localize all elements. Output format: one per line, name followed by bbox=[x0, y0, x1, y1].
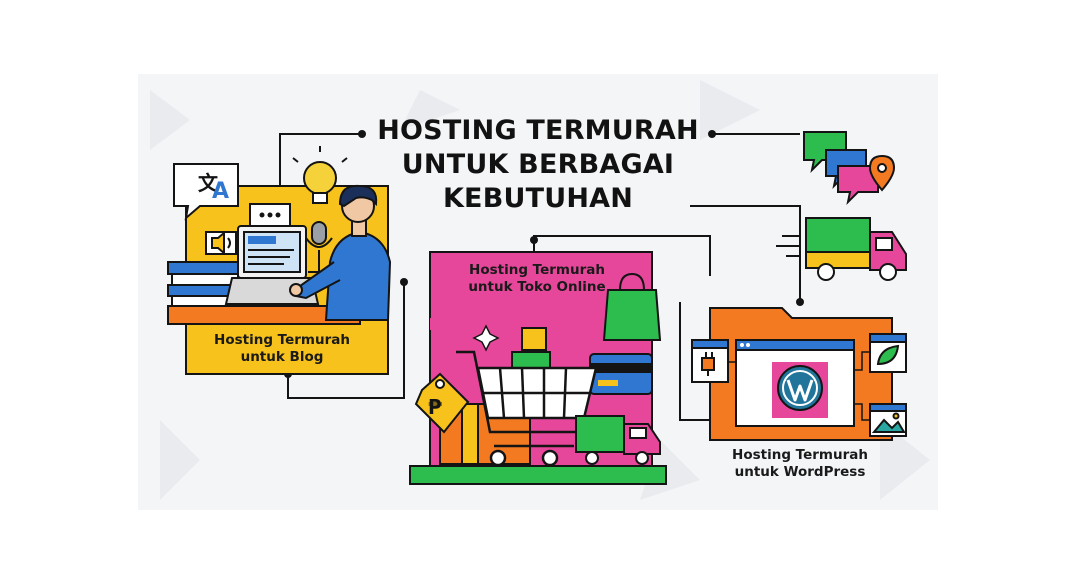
connector-dot bbox=[530, 236, 538, 244]
price-tag-icon: ₱ bbox=[414, 372, 470, 434]
translate-glyph: 文 bbox=[198, 171, 219, 195]
shopping-bag-icon bbox=[602, 272, 662, 341]
blogger-person bbox=[289, 184, 392, 321]
connector-blog-toko bbox=[287, 282, 405, 399]
label-line: untuk Blog bbox=[240, 349, 324, 365]
connector-toko-truck bbox=[533, 235, 711, 276]
label-line: Hosting Termurah bbox=[214, 332, 350, 348]
label-line: untuk Toko Online bbox=[468, 279, 606, 295]
chat-bubbles-icon bbox=[803, 131, 879, 206]
page-title: HOSTING TERMURAH UNTUK BERBAGAI KEBUTUHA… bbox=[372, 114, 704, 216]
laptop-icon bbox=[224, 225, 320, 305]
label-toko-online: Hosting Termurah untuk Toko Online bbox=[452, 262, 622, 296]
location-pin-icon bbox=[868, 154, 896, 192]
connector-truck-wp bbox=[690, 205, 801, 302]
connector-dot bbox=[708, 130, 716, 138]
leaf-icon bbox=[869, 333, 907, 373]
connector-lines bbox=[279, 133, 801, 421]
title-line: HOSTING TERMURAH bbox=[377, 115, 699, 146]
label-wordpress: Hosting Termurah untuk WordPress bbox=[724, 447, 876, 481]
credit-card-icon bbox=[589, 353, 653, 395]
delivery-van-icon bbox=[575, 415, 661, 465]
label-line: Hosting Termurah bbox=[469, 262, 605, 278]
price-symbol: ₱ bbox=[428, 395, 442, 419]
toko-floor bbox=[409, 465, 667, 485]
wp-connector-lines bbox=[728, 351, 870, 421]
translate-letter: A bbox=[212, 179, 229, 204]
lightbulb-icon bbox=[292, 146, 348, 204]
connector-title-left bbox=[279, 133, 362, 200]
translate-icon: 文 A bbox=[173, 163, 239, 221]
connector-dot bbox=[796, 298, 804, 306]
delivery-truck-icon bbox=[776, 217, 907, 281]
shopping-cart-icon bbox=[456, 350, 598, 467]
label-blog: Hosting Termurah untuk Blog bbox=[196, 332, 368, 366]
sparkle-icon bbox=[472, 324, 500, 352]
connector-dot bbox=[358, 130, 366, 138]
image-icon bbox=[869, 403, 907, 437]
wordpress-logo-icon bbox=[777, 365, 823, 411]
label-line: Hosting Termurah bbox=[732, 447, 868, 463]
connector-wp-left bbox=[679, 302, 712, 421]
speaker-icon bbox=[205, 230, 237, 256]
plugin-icon bbox=[691, 339, 729, 383]
title-line: KEBUTUHAN bbox=[442, 183, 634, 214]
title-line: UNTUK BERBAGAI bbox=[401, 149, 675, 180]
label-line: untuk WordPress bbox=[734, 464, 866, 480]
connector-dot bbox=[400, 278, 408, 286]
